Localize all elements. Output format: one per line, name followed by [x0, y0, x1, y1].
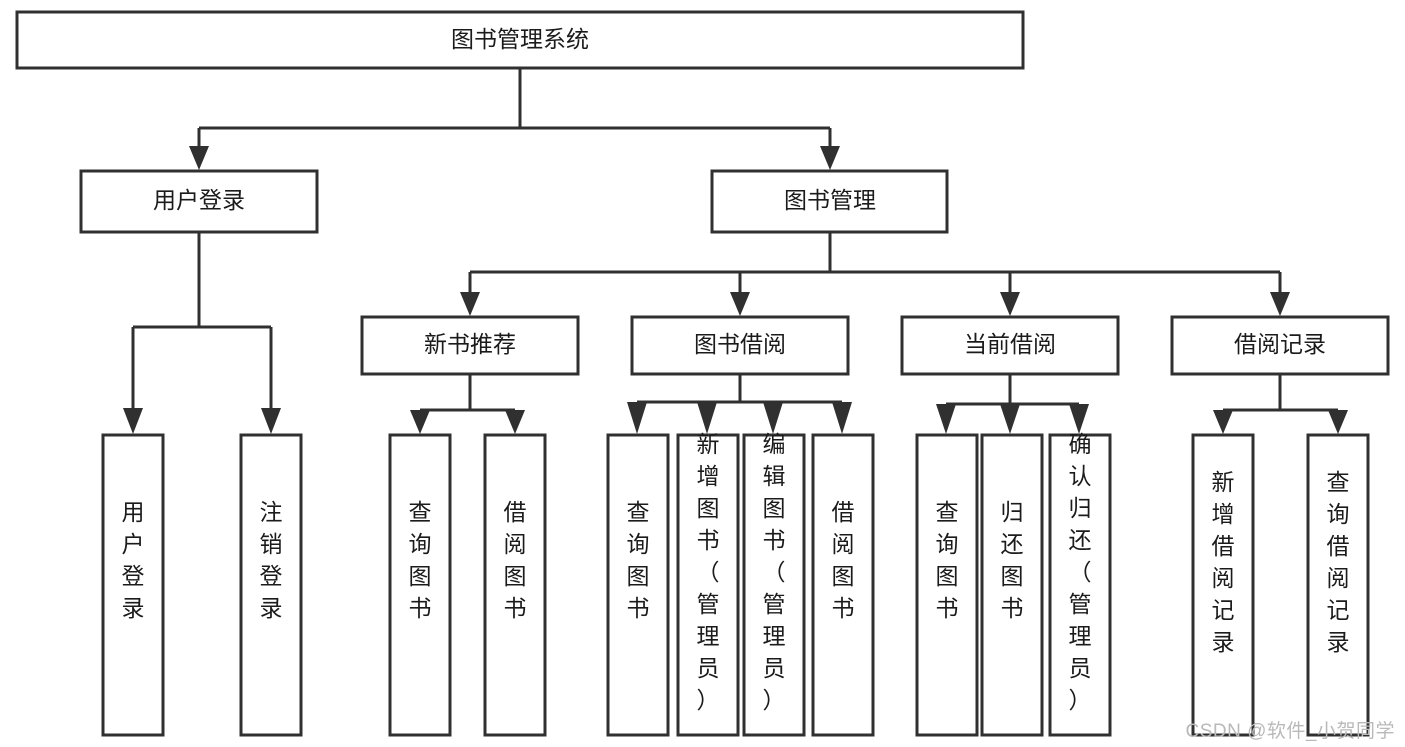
arrow-head-leaf-current-1: [1000, 404, 1020, 434]
connector-group-root: [189, 68, 840, 170]
leaf-borrow-3-label: 借阅图书: [832, 499, 855, 621]
connector-group-new-book: [410, 374, 525, 434]
node-book-management-box[interactable]: [710, 169, 949, 234]
leaf-node[interactable]: 查询图书: [606, 433, 670, 737]
arrow-head-leaf-borrow-1: [697, 402, 717, 434]
arrow-head-user-login: [189, 146, 209, 170]
leaf-user-login-1-label: 注销登录: [260, 499, 283, 621]
arrow-head-records: [1270, 292, 1290, 316]
leaf-new-book-0-label: 查询图书: [409, 499, 432, 621]
leaf-current-2-box[interactable]: [1048, 433, 1112, 737]
connector-group-borrow: [627, 374, 852, 434]
arrow-head-borrow: [730, 292, 750, 316]
connector-group-current: [936, 374, 1089, 434]
leaf-node[interactable]: 确认归还（管理员）: [1048, 431, 1112, 737]
leaf-node[interactable]: 用户登录: [101, 433, 165, 737]
connector-group-user-login: [123, 232, 281, 434]
leaf-node[interactable]: 查询图书: [388, 433, 452, 737]
leaf-node[interactable]: 查询图书: [915, 433, 979, 737]
node-borrow-records-box[interactable]: [1170, 315, 1390, 376]
arrow-head-leaf-records-1: [1328, 410, 1348, 434]
node-book-management-label: 图书管理: [784, 187, 876, 213]
arrow-head-current: [1000, 292, 1020, 316]
arrow-head-leaf-user-login-1: [261, 408, 281, 434]
csdn-watermark: CSDN @软件_小贺同学: [1185, 721, 1395, 742]
node-user-login[interactable]: 用户登录: [79, 169, 319, 234]
arrow-head-leaf-borrow-2: [763, 402, 783, 434]
leaf-records-0-box[interactable]: [1191, 433, 1255, 737]
leaf-borrow-2-label: 编辑图书（管理员）: [763, 431, 786, 713]
leaf-current-1-box[interactable]: [980, 433, 1044, 737]
node-borrow-records-label: 借阅记录: [1234, 331, 1326, 357]
node-root-box[interactable]: [15, 10, 1025, 70]
leaf-node[interactable]: 查询借阅记录: [1306, 433, 1370, 737]
arrow-head-leaf-borrow-0: [627, 402, 647, 434]
leaf-node[interactable]: 注销登录: [239, 433, 303, 737]
leaf-current-0-label: 查询图书: [936, 499, 959, 621]
leaf-new-book-1-box[interactable]: [483, 433, 547, 737]
connector-group-records: [1213, 374, 1348, 434]
leaf-borrow-1-label: 新增图书（管理员）: [697, 431, 720, 713]
node-user-login-label: 用户登录: [153, 187, 245, 213]
arrow-head-leaf-user-login-0: [123, 408, 143, 434]
leaf-borrow-1-box[interactable]: [676, 433, 740, 737]
connector-group-book-mgmt: [460, 232, 1290, 316]
leaf-records-1-box[interactable]: [1306, 433, 1370, 737]
node-book-borrow[interactable]: 图书借阅: [630, 315, 850, 376]
arrow-head-leaf-current-0: [936, 404, 956, 434]
node-new-book-recommend[interactable]: 新书推荐: [360, 315, 580, 376]
leaf-node[interactable]: 借阅图书: [483, 433, 547, 737]
leaf-user-login-0-label: 用户登录: [122, 499, 145, 621]
node-root-label: 图书管理系统: [451, 26, 589, 52]
arrow-head-book-mgmt: [820, 146, 840, 170]
arrow-head-leaf-current-2: [1069, 404, 1089, 434]
leaf-borrow-3-box[interactable]: [811, 433, 875, 737]
leaf-node[interactable]: 归还图书: [980, 433, 1044, 737]
node-root[interactable]: 图书管理系统: [15, 10, 1025, 70]
leaf-node[interactable]: 新增借阅记录: [1191, 433, 1255, 737]
arrow-head-new-book: [460, 292, 480, 316]
arrow-head-leaf-borrow-3: [832, 402, 852, 434]
arrow-head-leaf-new-book-1: [505, 410, 525, 434]
arrow-head-leaf-records-0: [1213, 410, 1233, 434]
leaf-records-1-label: 查询借阅记录: [1327, 469, 1350, 655]
leaf-node[interactable]: 编辑图书（管理员）: [742, 431, 806, 737]
leaf-borrow-2-box[interactable]: [742, 433, 806, 737]
node-borrow-records[interactable]: 借阅记录: [1170, 315, 1390, 376]
leaf-new-book-0-box[interactable]: [388, 433, 452, 737]
leaf-records-0-label: 新增借阅记录: [1212, 469, 1235, 655]
node-new-book-recommend-label: 新书推荐: [424, 331, 516, 357]
leaf-current-0-box[interactable]: [915, 433, 979, 737]
node-user-login-box[interactable]: [79, 169, 319, 234]
leaf-user-login-0-box[interactable]: [101, 433, 165, 737]
node-current-borrow-label: 当前借阅: [964, 331, 1056, 357]
node-current-borrow[interactable]: 当前借阅: [900, 315, 1120, 376]
node-book-borrow-box[interactable]: [630, 315, 850, 376]
node-new-book-recommend-box[interactable]: [360, 315, 580, 376]
arrow-head-leaf-new-book-0: [410, 410, 430, 434]
leaf-node[interactable]: 新增图书（管理员）: [676, 431, 740, 737]
leaf-borrow-0-label: 查询图书: [627, 499, 650, 621]
node-book-borrow-label: 图书借阅: [694, 331, 786, 357]
leaf-current-1-label: 归还图书: [1001, 499, 1024, 621]
leaf-user-login-1-box[interactable]: [239, 433, 303, 737]
leaf-current-2-label: 确认归还（管理员）: [1069, 431, 1092, 713]
leaf-borrow-0-box[interactable]: [606, 433, 670, 737]
leaf-node[interactable]: 借阅图书: [811, 433, 875, 737]
node-current-borrow-box[interactable]: [900, 315, 1120, 376]
node-book-management[interactable]: 图书管理: [710, 169, 949, 234]
leaf-new-book-1-label: 借阅图书: [504, 499, 527, 621]
